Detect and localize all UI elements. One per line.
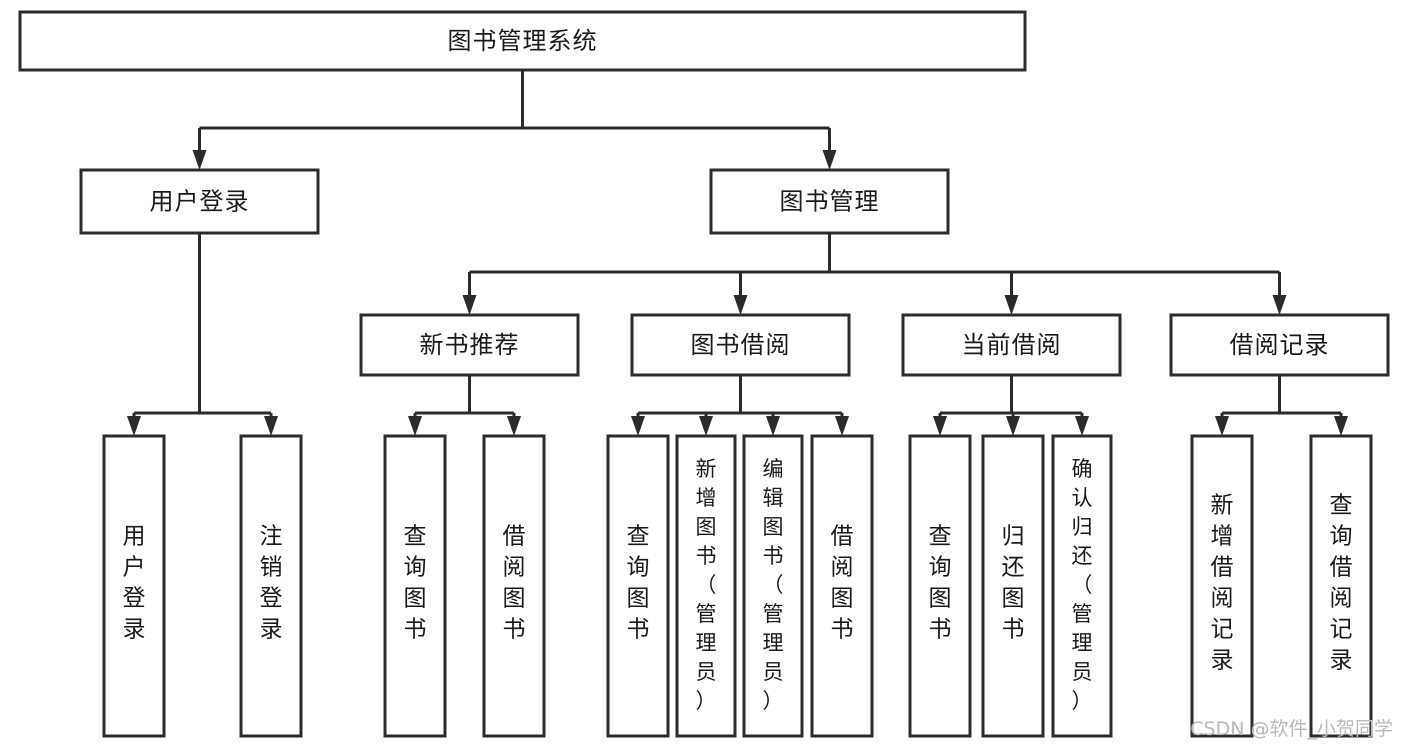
node-box-leaf-logout	[239, 434, 303, 738]
node-label-leaf-query-borrow-record: 查询借阅记录	[1330, 493, 1353, 674]
arrow-head-icon	[408, 416, 422, 436]
node-label-root: 图书管理系统	[448, 27, 598, 55]
node-root[interactable]: 图书管理系统	[18, 10, 1027, 72]
node-new-book-recommend[interactable]: 新书推荐	[359, 313, 580, 377]
connector-lines	[127, 70, 1348, 436]
arrow-head-icon	[127, 416, 141, 436]
node-label-leaf-logout: 注销登录	[260, 524, 283, 643]
node-leaf-query-book-current[interactable]: 查询图书	[908, 434, 972, 738]
arrow-head-icon	[462, 295, 477, 315]
node-box-leaf-query-book-rec	[383, 434, 447, 738]
node-label-current-borrow: 当前借阅	[962, 331, 1062, 359]
node-label-leaf-confirm-return-admin: 确认归还（管理员）	[1072, 457, 1093, 713]
arrow-head-icon	[1006, 416, 1020, 436]
node-box-root	[18, 10, 1027, 72]
node-label-book-management: 图书管理	[780, 188, 880, 216]
node-leaf-return-book[interactable]: 归还图书	[981, 434, 1045, 738]
node-label-user-login: 用户登录	[150, 188, 250, 216]
arrow-head-icon	[822, 150, 837, 170]
node-box-new-book-recommend	[359, 313, 580, 377]
node-box-leaf-query-book-current	[908, 434, 972, 738]
arrow-head-icon	[507, 416, 521, 436]
node-leaf-logout[interactable]: 注销登录	[239, 434, 303, 738]
node-current-borrow[interactable]: 当前借阅	[901, 313, 1122, 377]
node-leaf-query-borrow-record[interactable]: 查询借阅记录	[1309, 434, 1373, 738]
node-label-borrow-record: 借阅记录	[1230, 331, 1330, 359]
node-label-leaf-borrow-book-rec: 借阅图书	[503, 524, 526, 643]
node-leaf-query-book-rec[interactable]: 查询图书	[383, 434, 447, 738]
node-box-leaf-query-borrow-record	[1309, 434, 1373, 738]
node-leaf-add-book-admin[interactable]: 新增图书（管理员）	[675, 434, 737, 738]
node-box-user-login	[79, 168, 320, 235]
arrow-head-icon	[1004, 295, 1019, 315]
node-user-login[interactable]: 用户登录	[79, 168, 320, 235]
arrow-head-icon	[264, 416, 278, 436]
node-label-book-borrow: 图书借阅	[691, 331, 791, 359]
node-box-leaf-borrow-book-rec	[482, 434, 546, 738]
node-box-leaf-edit-book-admin	[742, 434, 804, 738]
node-box-leaf-user-login	[102, 434, 166, 738]
node-label-leaf-edit-book-admin: 编辑图书（管理员）	[763, 457, 784, 713]
arrow-head-icon	[1075, 416, 1089, 436]
arrow-head-icon	[933, 416, 947, 436]
node-book-borrow[interactable]: 图书借阅	[630, 313, 851, 377]
node-label-leaf-query-book-rec: 查询图书	[404, 524, 427, 643]
node-boxes: 图书管理系统用户登录图书管理新书推荐图书借阅当前借阅借阅记录用户登录注销登录查询…	[18, 10, 1390, 738]
node-box-leaf-query-book-borrow	[606, 434, 670, 738]
node-leaf-borrow-book[interactable]: 借阅图书	[810, 434, 874, 738]
node-leaf-edit-book-admin[interactable]: 编辑图书（管理员）	[742, 434, 804, 738]
node-leaf-confirm-return-admin[interactable]: 确认归还（管理员）	[1051, 434, 1113, 738]
node-book-management[interactable]: 图书管理	[709, 168, 950, 235]
node-label-leaf-add-borrow-record: 新增借阅记录	[1211, 493, 1234, 674]
node-label-leaf-query-book-borrow: 查询图书	[627, 524, 650, 643]
node-box-book-management	[709, 168, 950, 235]
node-box-leaf-return-book	[981, 434, 1045, 738]
node-leaf-add-borrow-record[interactable]: 新增借阅记录	[1190, 434, 1254, 738]
arrow-head-icon	[766, 416, 780, 436]
arrow-head-icon	[733, 295, 748, 315]
node-borrow-record[interactable]: 借阅记录	[1169, 313, 1390, 377]
node-leaf-user-login[interactable]: 用户登录	[102, 434, 166, 738]
arrow-head-icon	[1272, 295, 1287, 315]
node-box-book-borrow	[630, 313, 851, 377]
node-label-leaf-borrow-book: 借阅图书	[831, 524, 854, 643]
arrow-head-icon	[192, 150, 207, 170]
arrow-head-icon	[699, 416, 713, 436]
node-box-leaf-borrow-book	[810, 434, 874, 738]
node-box-leaf-confirm-return-admin	[1051, 434, 1113, 738]
node-label-leaf-user-login: 用户登录	[123, 524, 146, 643]
node-label-new-book-recommend: 新书推荐	[420, 331, 520, 359]
node-label-leaf-query-book-current: 查询图书	[929, 524, 952, 643]
node-leaf-borrow-book-rec[interactable]: 借阅图书	[482, 434, 546, 738]
arrow-head-icon	[835, 416, 849, 436]
arrow-head-icon	[1215, 416, 1229, 436]
node-label-leaf-add-book-admin: 新增图书（管理员）	[696, 457, 717, 713]
arrow-head-icon	[1334, 416, 1348, 436]
node-box-leaf-add-book-admin	[675, 434, 737, 738]
node-label-leaf-return-book: 归还图书	[1002, 524, 1025, 643]
node-box-current-borrow	[901, 313, 1122, 377]
arrow-head-icon	[631, 416, 645, 436]
node-box-borrow-record	[1169, 313, 1390, 377]
node-box-leaf-add-borrow-record	[1190, 434, 1254, 738]
node-leaf-query-book-borrow[interactable]: 查询图书	[606, 434, 670, 738]
